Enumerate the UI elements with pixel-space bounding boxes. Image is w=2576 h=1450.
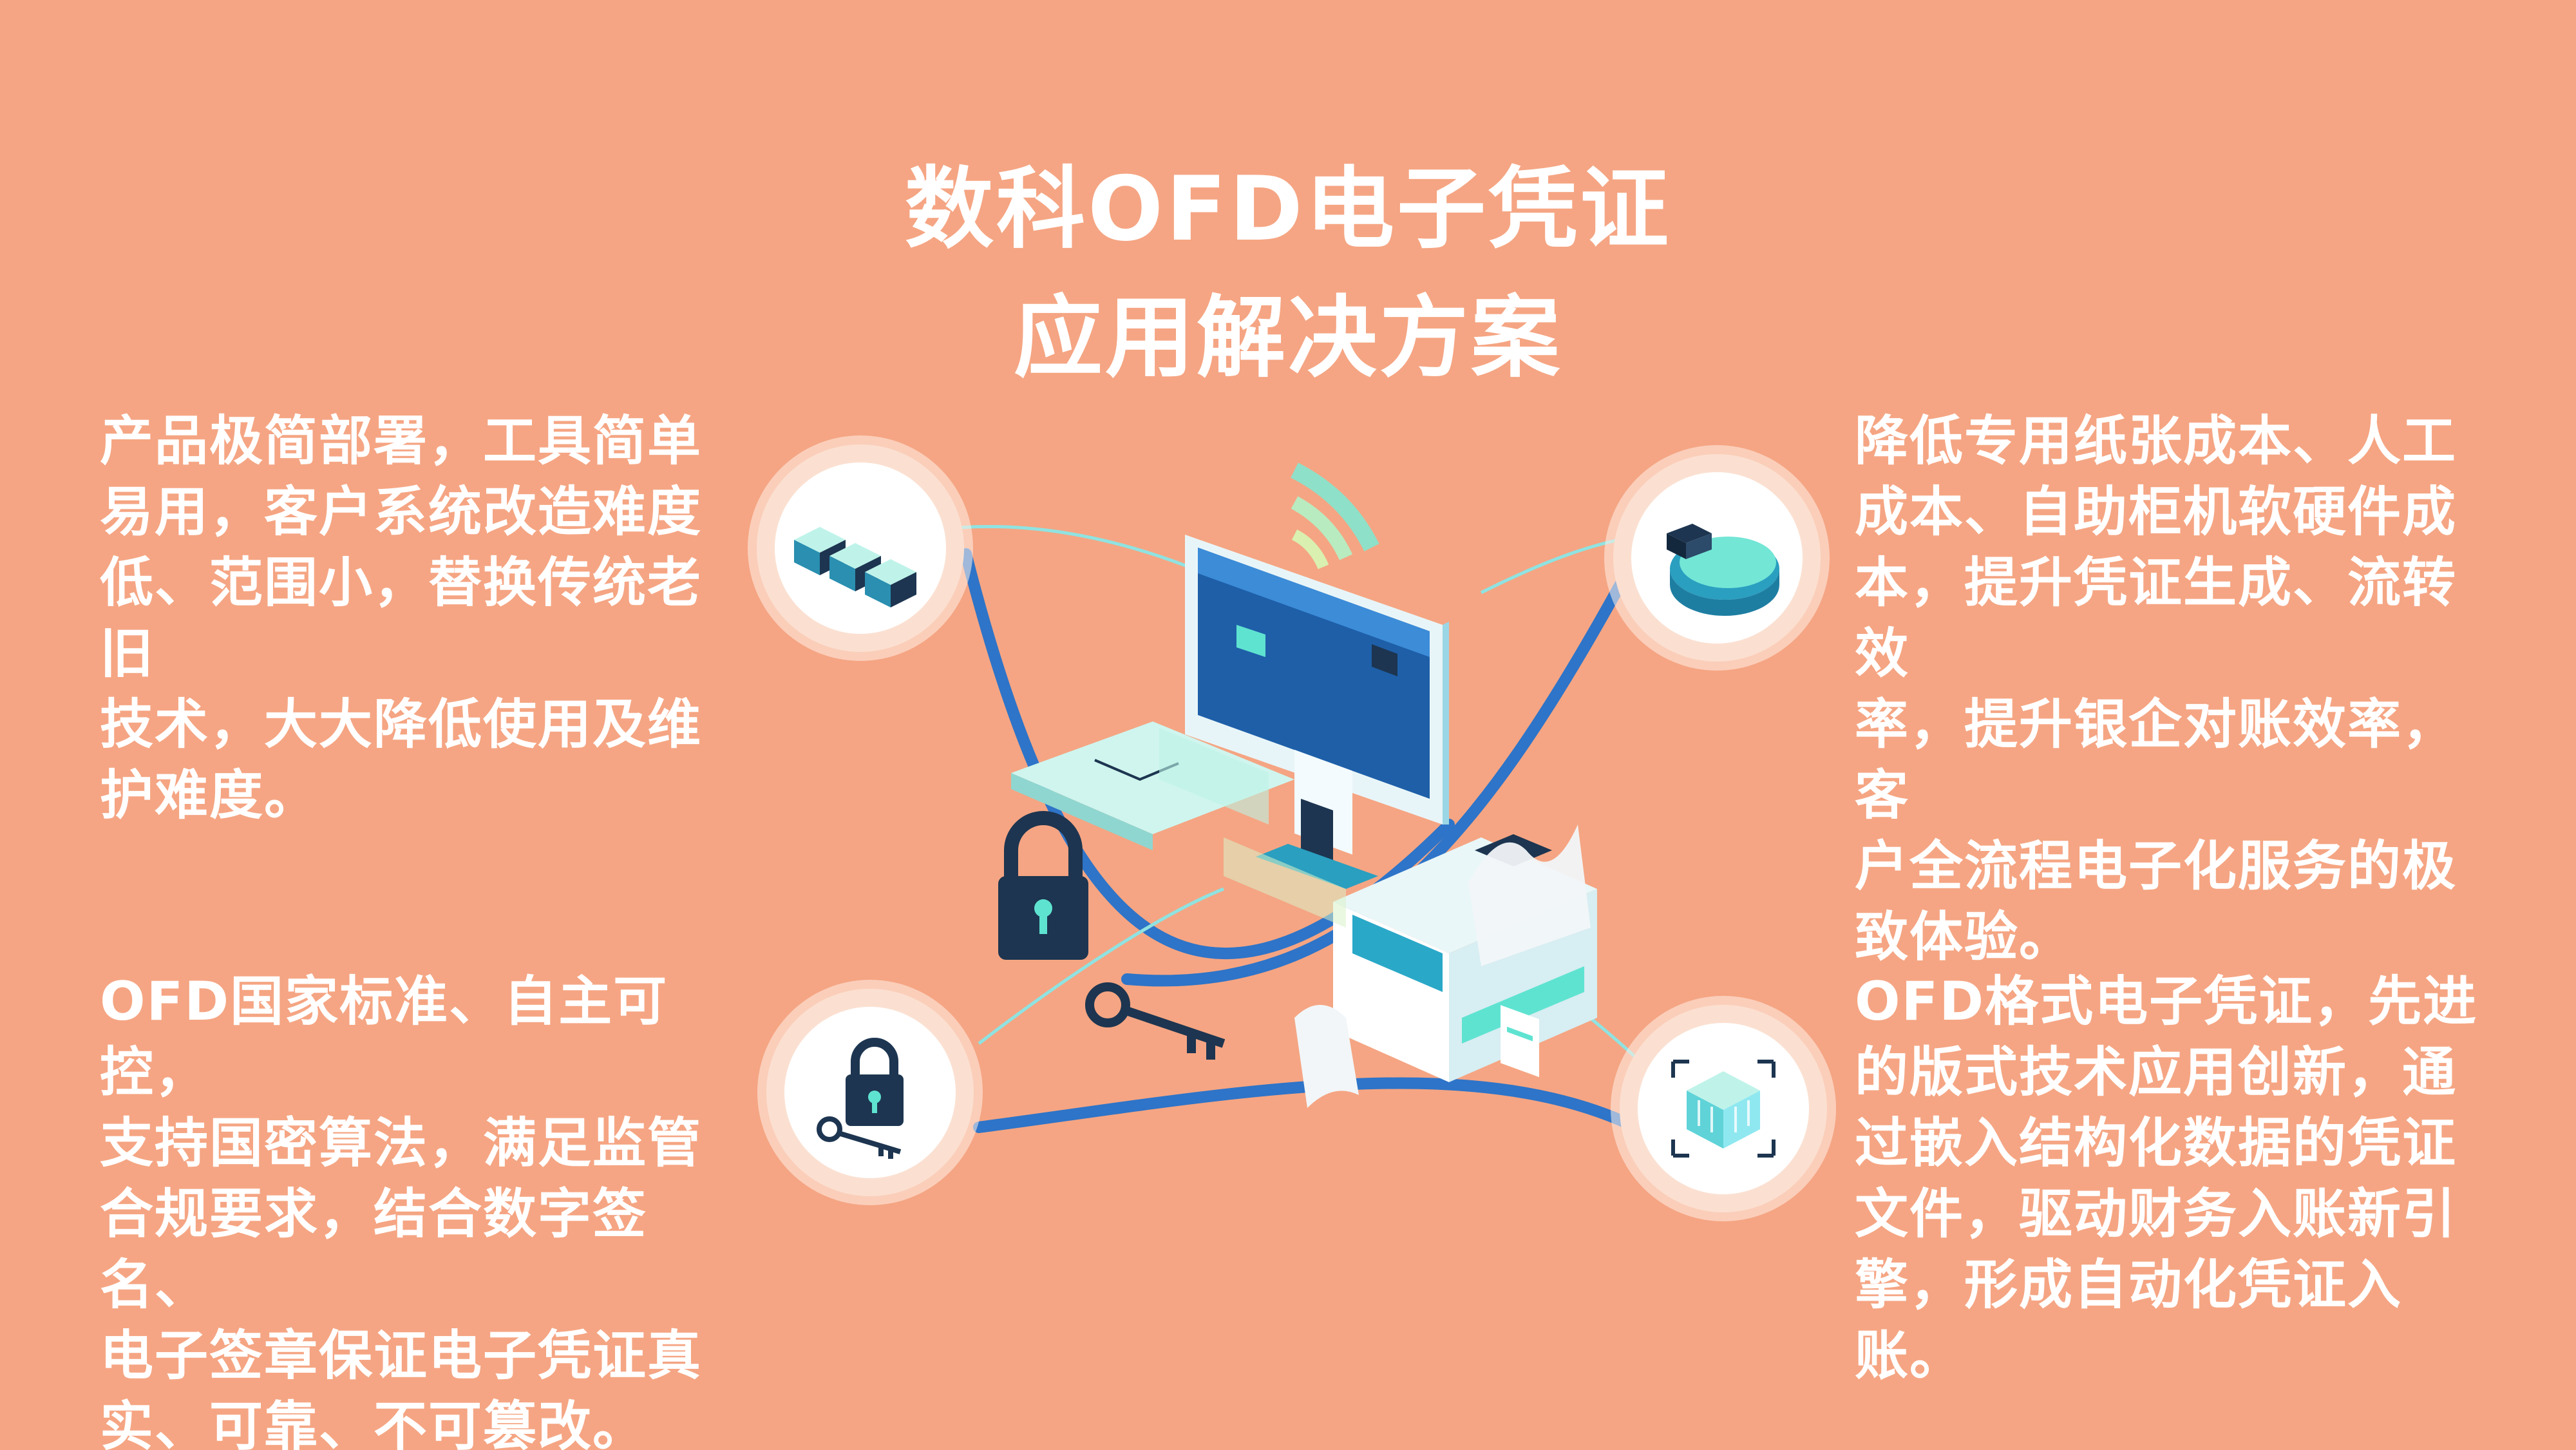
badge-deployment [757, 444, 964, 652]
feature-line: 致体验。 [1855, 906, 2074, 968]
feature-line: 过嵌入结构化数据的凭证 [1855, 1112, 2457, 1174]
feature-line: 擎，形成自动化凭证入账。 [1855, 1254, 2402, 1387]
monitor-icon [1185, 535, 1449, 889]
page-title: 数科OFD电子凭证 应用解决方案 [773, 145, 1803, 403]
feature-cost-reduction: 降低专用纸张成本、人工 成本、自助柜机软硬件成 本，提升凭证生成、流转效 率，提… [1855, 406, 2492, 973]
blocks-icon [794, 527, 916, 607]
feature-line: 护难度。 [100, 764, 319, 826]
feature-line: 率，提升银企对账效率，客 [1855, 693, 2457, 826]
key-icon [1085, 982, 1226, 1060]
printer-icon [1294, 825, 1597, 1108]
feature-deployment: 产品极简部署，工具简单 易用，客户系统改造难度 低、范围小，替换传统老旧 技术，… [100, 406, 737, 831]
lock-key-icon [817, 1038, 904, 1159]
signal-icon [1291, 463, 1379, 569]
feature-line: 文件，驱动财务入账新引 [1855, 1183, 2457, 1245]
padlock-icon [998, 811, 1088, 960]
feature-line: OFD格式电子凭证，先进 [1855, 970, 2478, 1033]
title-line-1: 数科OFD电子凭证 [904, 157, 1672, 261]
badge-security [766, 989, 974, 1196]
feature-security: OFD国家标准、自主可控， 支持国密算法，满足监管 合规要求，结合数字签名、 电… [100, 966, 737, 1450]
feature-line: 的版式技术应用创新，通 [1855, 1041, 2457, 1103]
feature-line: OFD国家标准、自主可控， [100, 970, 668, 1103]
feature-line: 合规要求，结合数字签名、 [100, 1183, 647, 1316]
feature-line: 技术，大大降低使用及维 [100, 693, 702, 756]
feature-line: 支持国密算法，满足监管 [100, 1112, 702, 1174]
feature-line: 本，提升凭证生成、流转效 [1855, 551, 2457, 685]
feature-line: 实、可靠、不可篡改。 [100, 1395, 647, 1450]
computer-printer-illustration [998, 463, 1597, 1108]
feature-line: 电子签章保证电子凭证真 [100, 1324, 702, 1387]
badge-cost [1613, 454, 1821, 662]
cube-scan-icon [1671, 1060, 1776, 1158]
feature-line: 降低专用纸张成本、人工 [1855, 410, 2457, 472]
pie-chart-icon [1667, 524, 1779, 616]
feature-innovation: OFD格式电子凭证，先进 的版式技术应用创新，通 过嵌入结构化数据的凭证 文件，… [1855, 966, 2492, 1391]
feature-line: 易用，客户系统改造难度 [100, 481, 702, 543]
feature-line: 户全流程电子化服务的极 [1855, 835, 2457, 897]
badge-innovation [1620, 1005, 1827, 1212]
title-line-2: 应用解决方案 [1013, 286, 1562, 390]
feature-line: 成本、自助柜机软硬件成 [1855, 481, 2457, 543]
feature-line: 产品极简部署，工具简单 [100, 410, 702, 472]
feature-line: 低、范围小，替换传统老旧 [100, 551, 702, 685]
